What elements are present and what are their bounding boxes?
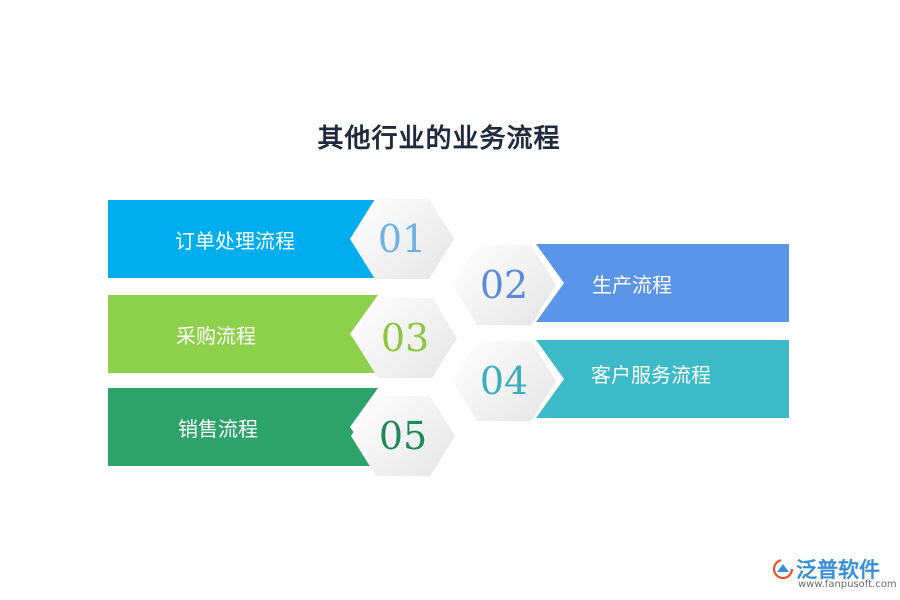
brand-name: 泛普软件 bbox=[796, 558, 880, 582]
step-number-01: 01 bbox=[350, 199, 454, 279]
brand-url: www.fanpusoft.com bbox=[798, 579, 897, 590]
step-label-04: 客户服务流程 bbox=[591, 362, 711, 387]
step-band-02: 生产流程 bbox=[536, 244, 789, 322]
fanpu-logo-icon bbox=[772, 558, 794, 580]
diagram-title: 其他行业的业务流程 bbox=[317, 124, 561, 154]
step-label-01: 订单处理流程 bbox=[175, 228, 295, 253]
step-number-05: 05 bbox=[351, 396, 455, 476]
step-band-05: 销售流程 bbox=[108, 388, 378, 466]
brand-logo: 泛普软件 www.fanpusoft.com bbox=[772, 554, 897, 594]
step-band-01: 订单处理流程 bbox=[108, 200, 378, 278]
step-band-03: 采购流程 bbox=[108, 295, 378, 373]
step-band-04: 客户服务流程 bbox=[536, 340, 789, 418]
step-number-04: 04 bbox=[452, 341, 556, 421]
step-label-03: 采购流程 bbox=[176, 323, 256, 348]
step-number-03: 03 bbox=[353, 298, 457, 378]
step-label-05: 销售流程 bbox=[178, 416, 258, 441]
step-label-02: 生产流程 bbox=[592, 272, 672, 297]
step-number-02: 02 bbox=[452, 245, 556, 325]
